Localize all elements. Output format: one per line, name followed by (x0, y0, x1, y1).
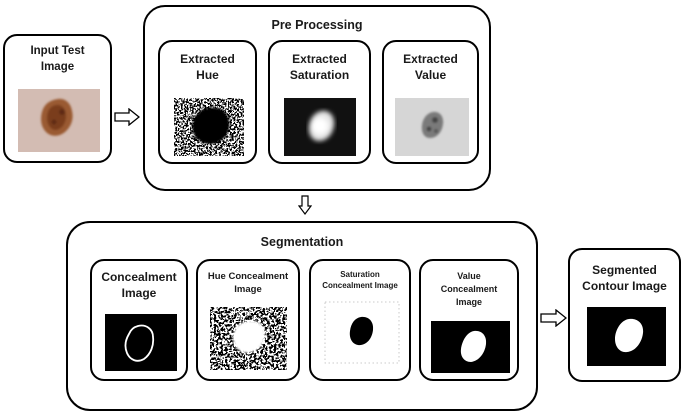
concealment-image-card: Concealment Image (90, 259, 188, 381)
segmentation-title: Segmentation (260, 235, 344, 249)
extracted-saturation-image (284, 98, 356, 156)
hue-concealment-image (210, 307, 287, 370)
extracted-value-card: Extracted Value (382, 40, 479, 164)
value-concealment-image (431, 321, 510, 373)
concealment-image (105, 314, 177, 371)
value-concealment-card: Value Concealment Image (419, 259, 519, 381)
extracted-hue-card: Extracted Hue (158, 40, 257, 164)
arrow-right-icon (540, 309, 567, 327)
saturation-concealment-image (324, 301, 400, 364)
arrow-down-icon (298, 195, 312, 215)
arrow-right-icon (114, 108, 140, 126)
input-image-box: Input Test Image (3, 34, 112, 163)
preprocessing-title: Pre Processing (271, 18, 363, 32)
segmented-contour-card: Segmented Contour Image (568, 248, 681, 382)
hue-concealment-card: Hue Concealment Image (196, 259, 300, 381)
segmented-contour-image (587, 307, 666, 366)
extracted-hue-image (174, 98, 244, 156)
saturation-concealment-card: Saturation Concealment Image (309, 259, 411, 381)
extracted-value-image (395, 98, 469, 156)
extracted-saturation-card: Extracted Saturation (268, 40, 371, 164)
input-image-title: Input Test Image (30, 45, 85, 73)
input-skin-lesion-photo (18, 89, 100, 152)
